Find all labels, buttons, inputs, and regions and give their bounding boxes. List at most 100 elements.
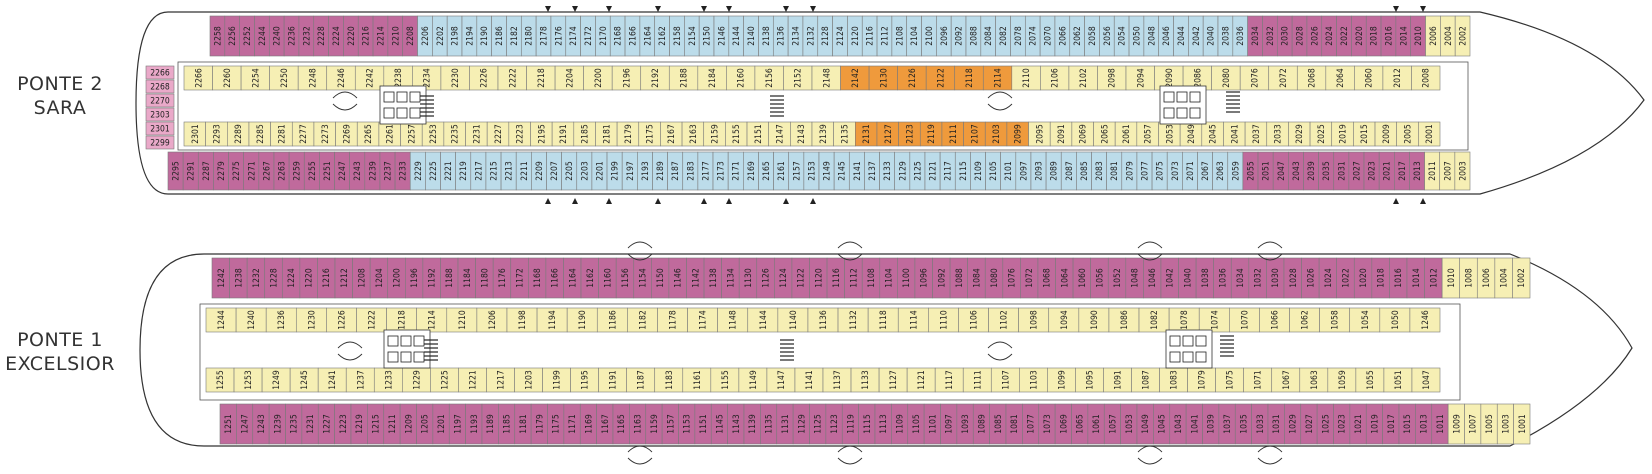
cabin-number: 2210	[391, 26, 401, 46]
cabin-2147: 2147	[768, 121, 791, 147]
cabin-number: 1187	[637, 370, 647, 390]
cabin-number: 1224	[287, 268, 297, 288]
cabin-1040: 1040	[1178, 257, 1197, 299]
cabin-box	[526, 65, 556, 91]
cabin-1076: 1076	[1002, 257, 1021, 299]
cabin-2270: 2270	[145, 93, 175, 108]
cabin-1154: 1154	[633, 257, 652, 299]
cabin-box	[777, 307, 809, 333]
cabin-number: 2180	[525, 26, 535, 46]
cabin-number: 1194	[548, 310, 558, 330]
cabin-number: 1222	[368, 310, 378, 330]
cabin-1161: 1161	[682, 367, 712, 393]
cabin-1100: 1100	[897, 257, 916, 299]
cabin-number: 1174	[699, 310, 709, 330]
cabin-number: 2174	[569, 26, 579, 46]
cabin-1135: 1135	[760, 403, 778, 445]
cabin-box	[570, 367, 599, 393]
cabin-number: 1108	[867, 268, 877, 288]
corridor-outline	[177, 61, 1469, 151]
deck-name: PONTE 1	[17, 329, 103, 351]
cabin-2035: 2035	[1318, 151, 1335, 191]
cabin-1176: 1176	[492, 257, 512, 299]
cabin-number: 1244	[217, 310, 227, 330]
cabin-1240: 1240	[235, 307, 267, 333]
cabin-2271: 2271	[243, 151, 260, 191]
cabin-1027: 1027	[1300, 403, 1318, 445]
cabin-2066: 2066	[1054, 15, 1071, 57]
cabin-1118: 1118	[867, 307, 899, 333]
cabin-number: 2037	[1252, 124, 1262, 144]
cabin-number: 2032	[1266, 26, 1276, 46]
cabin-number: 1119	[846, 414, 856, 434]
cabin-box	[145, 65, 175, 80]
cabin-number: 2238	[394, 68, 404, 88]
cabin-1003: 1003	[1496, 403, 1514, 445]
cabin-box	[982, 65, 1013, 91]
cabin-2020: 2020	[1351, 15, 1367, 57]
cabin-number: 1169	[584, 414, 594, 434]
cabin-1024: 1024	[1318, 257, 1337, 299]
cabin-2180: 2180	[520, 15, 537, 57]
cabin-number: 1132	[849, 310, 859, 330]
cabin-2246: 2246	[326, 65, 356, 91]
cabin-number: 1036	[1218, 268, 1228, 288]
cabin-number: 2159	[711, 124, 721, 144]
cabin-number: 2299	[150, 139, 170, 149]
cabin-box	[906, 367, 936, 393]
cabin-number: 1179	[535, 414, 545, 434]
cabin-number: 1045	[1158, 414, 1168, 434]
cabin-number: 1133	[861, 370, 871, 390]
cabin-2211: 2211	[515, 151, 532, 191]
cabin-number: 1190	[578, 310, 588, 330]
cabin-2019: 2019	[1331, 121, 1354, 147]
cabin-box	[596, 307, 628, 333]
cabin-number: 2291	[187, 161, 197, 181]
cabin-2070: 2070	[1039, 15, 1056, 57]
cabin-number: 2227	[494, 124, 504, 144]
cabin-2028: 2028	[1291, 15, 1308, 57]
cabin-number: 2050	[1132, 26, 1142, 46]
cabin-number: 2085	[1080, 161, 1090, 181]
cabin-number: 2118	[965, 68, 975, 88]
cabin-number: 1231	[306, 414, 316, 434]
cabin-number: 1146	[674, 268, 684, 288]
marker-top-8	[1393, 6, 1399, 12]
elevator-icon	[1176, 107, 1188, 119]
cabin-2108: 2108	[891, 15, 908, 57]
cabin-2068: 2068	[1296, 65, 1327, 91]
cabin-number: 2168	[614, 26, 624, 46]
cabin-number: 2012	[1393, 68, 1403, 88]
cabin-number: 2020	[1355, 26, 1365, 46]
cabin-2184: 2184	[697, 65, 727, 91]
cabin-2208: 2208	[402, 15, 418, 57]
cabin-2150: 2150	[698, 15, 715, 57]
cabin-2199: 2199	[606, 151, 623, 191]
cabin-1238: 1238	[229, 257, 248, 299]
cabin-number: 2220	[347, 26, 357, 46]
cabin-box	[738, 367, 768, 393]
marker-top-9	[1420, 6, 1426, 12]
cabin-number: 2061	[1122, 124, 1132, 144]
cabin-1229: 1229	[402, 367, 431, 393]
cabin-1051: 1051	[1383, 367, 1413, 393]
cabin-2045: 2045	[1201, 121, 1224, 147]
cabin-1064: 1064	[1055, 257, 1074, 299]
cabin-number: 1077	[1027, 414, 1037, 434]
cabin-box	[386, 307, 417, 333]
cabin-number: 1113	[879, 414, 889, 434]
cabin-number: 2076	[1250, 68, 1260, 88]
cabin-box	[626, 367, 656, 393]
cabin-number: 1223	[339, 414, 349, 434]
cabin-number: 1013	[1420, 414, 1430, 434]
cabin-1103: 1103	[1019, 367, 1048, 393]
cabin-number: 2100	[925, 26, 935, 46]
cabin-2248: 2248	[297, 65, 328, 91]
cabin-number: 1184	[463, 268, 473, 288]
cabin-1140: 1140	[777, 307, 809, 333]
cabin-2042: 2042	[1188, 15, 1204, 57]
cabin-1018: 1018	[1371, 257, 1390, 299]
cabin-number: 2036	[1236, 26, 1246, 46]
cabin-number: 2041	[1230, 124, 1240, 144]
door-arrow-11	[987, 353, 1013, 361]
